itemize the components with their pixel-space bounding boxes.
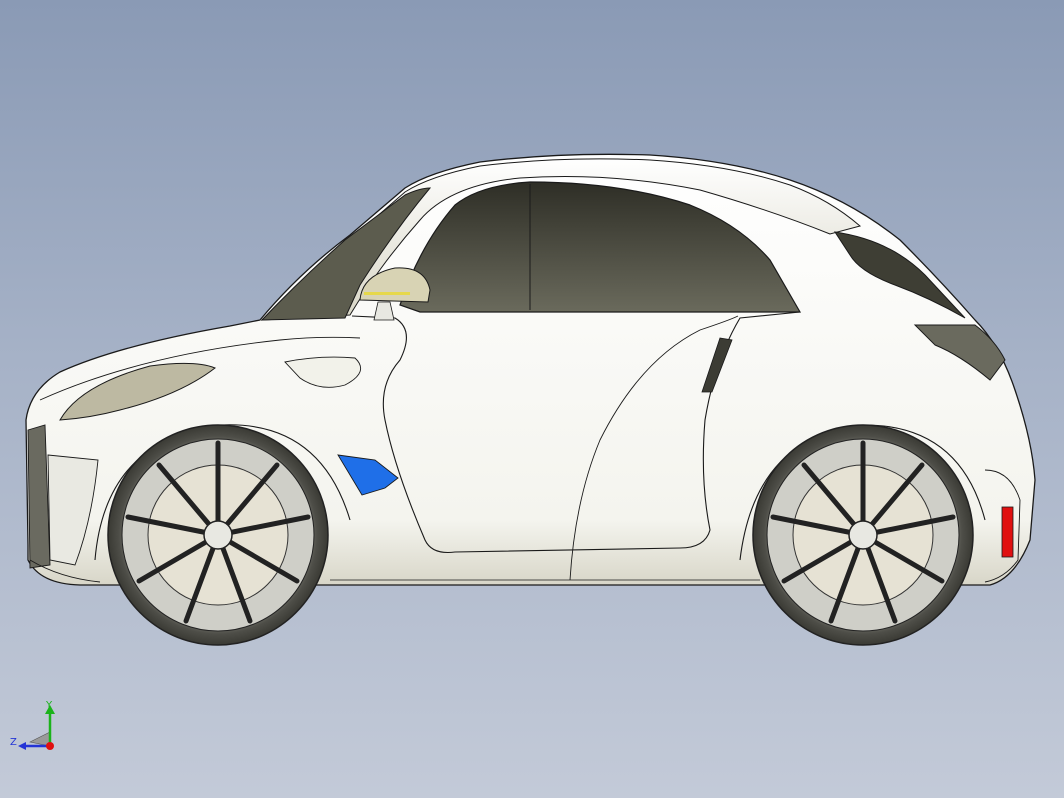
rear-wheel[interactable]: [752, 424, 974, 646]
tail-lamp-cluster: [913, 324, 1006, 381]
windshield: [260, 187, 432, 321]
y-axis-label: Y: [45, 700, 53, 711]
rear-quarter-window: [833, 231, 966, 319]
front-grille: [27, 424, 51, 569]
rear-bumper: [984, 469, 1021, 583]
rear-reflector: [1001, 506, 1014, 558]
mirror-lamp: [364, 292, 410, 295]
z-axis-arrowhead: [18, 742, 26, 750]
front-fender-crease: [284, 356, 362, 388]
front-rim-spokes: [125, 440, 311, 624]
coordinate-triad[interactable]: Y Z: [8, 698, 72, 762]
door-character-line: [569, 315, 739, 581]
z-axis-label: Z: [10, 737, 17, 748]
front-hub: [203, 520, 233, 550]
rear-door-vent: [701, 337, 733, 393]
front-air-intake: [47, 454, 99, 566]
mirror-stalk: [373, 301, 395, 321]
side-air-vent: [337, 454, 399, 496]
x-axis-dot: [46, 742, 54, 750]
y-axis-arrowhead: [45, 705, 55, 714]
hood-crease: [39, 336, 361, 401]
rear-hub: [848, 520, 878, 550]
side-window: [399, 181, 802, 313]
rear-rim-spokes: [770, 440, 956, 624]
headlight: [59, 362, 216, 421]
front-wheel[interactable]: [107, 424, 329, 646]
front-bumper-lower: [29, 559, 101, 583]
door-panel[interactable]: [351, 311, 801, 554]
